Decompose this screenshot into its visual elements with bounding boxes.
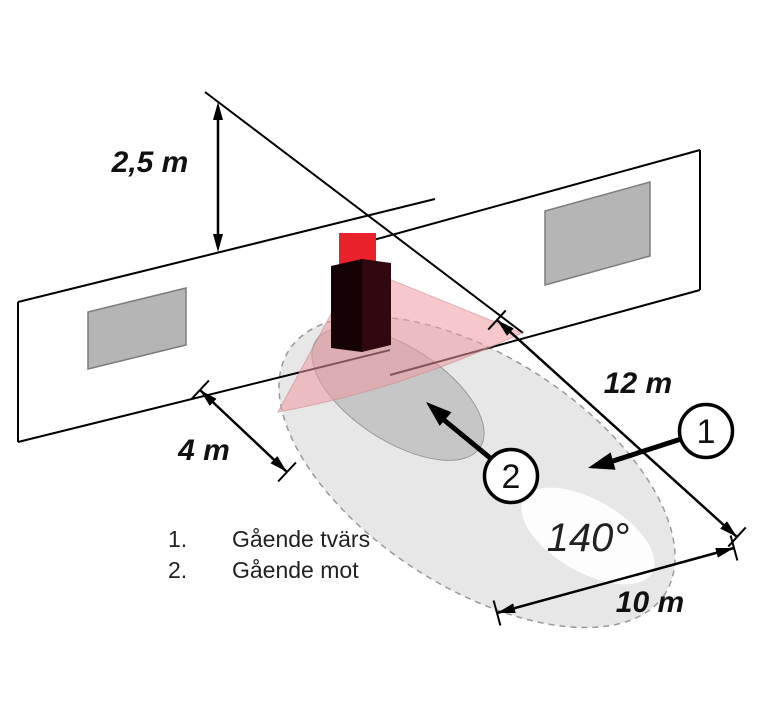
left-wall-panel [18, 210, 390, 442]
dimension-12m-line [496, 319, 738, 538]
dimension-width-near: 4 m [177, 379, 297, 483]
callout-1-arrowhead [588, 452, 616, 470]
callout-2-number: 2 [502, 458, 521, 496]
arrowhead-up [213, 102, 223, 120]
dimension-10m-line [496, 546, 735, 615]
dimension-12m-label: 12 m [604, 367, 672, 400]
callout-1-circle [677, 402, 735, 460]
arrowhead [270, 456, 287, 472]
left-wall-window [87, 287, 187, 370]
callout-2-arrowhead [426, 402, 452, 426]
callout-1: 1 [588, 402, 735, 470]
callout-2-arrow-line [442, 418, 493, 461]
right-wall-top-edge [347, 149, 701, 248]
legend-item-1-num: 1. [168, 526, 187, 552]
arrowhead [715, 548, 734, 558]
callout-1-number: 1 [697, 413, 716, 451]
dimension-width-far: 10 m [492, 535, 739, 626]
dimension-height-label: 2,5 m [111, 146, 189, 179]
sensor-body-front [331, 259, 362, 352]
dimension-length: 12 m [487, 309, 747, 548]
angle-label: 140° [547, 516, 630, 560]
arrowhead [200, 390, 217, 406]
arrowhead [497, 603, 516, 613]
arrowhead-down [213, 234, 223, 252]
dimension-10m-label: 10 m [616, 586, 684, 619]
right-wall-window [544, 181, 651, 286]
dimension-height: 2,5 m [111, 102, 223, 252]
angle-highlight [521, 487, 655, 585]
arrowhead [497, 320, 514, 336]
callout-1-arrow-line [612, 436, 682, 464]
legend-item-2-num: 2. [168, 557, 187, 583]
dimension-4m-label: 4 m [177, 434, 230, 467]
sensor-body-side [362, 259, 391, 352]
wall-corner-line [204, 91, 524, 334]
legend-item-1-label: Gående tvärs [232, 526, 370, 552]
callout-2: 2 [426, 402, 540, 505]
left-wall-top-edge [17, 198, 436, 303]
legend-item-2-label: Gående mot [232, 557, 359, 583]
dimension-4m-line [199, 389, 288, 473]
callout-2-circle [482, 447, 540, 505]
arrowhead [720, 521, 737, 537]
legend: 1. Gående tvärs 2. Gående mot [168, 526, 370, 583]
